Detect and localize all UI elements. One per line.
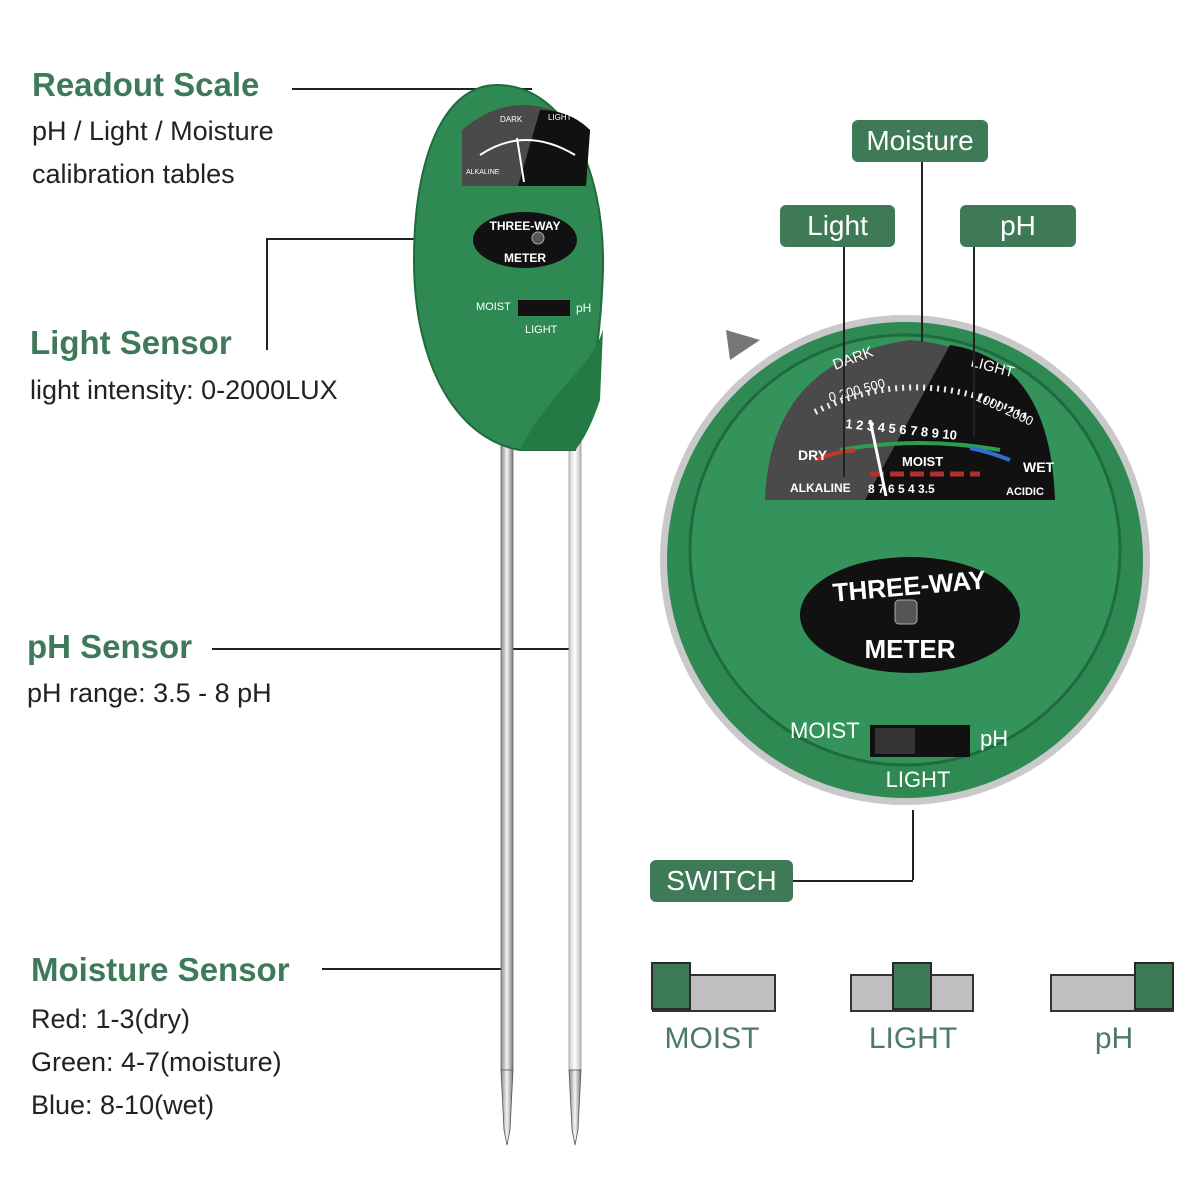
ph-tag: pH [960,205,1076,247]
switch-tag-line-h [793,880,913,882]
small-dial-light: LIGHT [548,113,572,122]
dial-moist: MOIST [902,454,943,469]
light-leader-vertical [266,238,268,350]
small-switch-moist: MOIST [476,301,511,313]
switch-tag: SWITCH [650,860,793,902]
readout-scale-desc-2: calibration tables [32,159,235,189]
moisture-tag-line [921,162,923,342]
small-brand-bottom: METER [504,251,546,265]
light-tag: Light [780,205,895,247]
readout-leader-line [292,88,532,90]
readout-scale-desc-1: pH / Light / Moisture [32,116,274,146]
ph-tag-line [973,247,975,437]
switch-label-light: LIGHT [886,767,951,792]
switch-position-ph-label: pH [1094,1022,1134,1055]
soil-meter-illustration: DARK LIGHT ALKALINE THREE-WAY METER MOIS… [412,83,605,1146]
white-probe [568,429,582,1146]
small-switch-ph: pH [576,301,591,315]
moisture-red-desc: Red: 1-3(dry) [31,1004,191,1034]
small-brand-top: THREE-WAY [490,219,561,233]
switch-position-ph: pH [1050,962,1190,1072]
switch-position-moist-label: MOIST [664,1022,760,1055]
dial-ph-scale: 8 7 6 5 4 3.5 [868,482,935,496]
moisture-tag: Moisture [852,120,988,162]
metal-probe [500,429,514,1146]
dial-wet: WET [1023,459,1055,475]
ph-sensor-title: pH Sensor [27,628,193,665]
light-sensor-window [894,599,918,625]
dial-alkaline: ALKALINE [790,481,851,495]
moisture-green-desc: Green: 4-7(moisture) [31,1047,282,1077]
moisture-blue-desc: Blue: 8-10(wet) [31,1090,215,1120]
switch-position-light-label: LIGHT [868,1022,958,1055]
switch-label-ph: pH [980,726,1008,751]
light-leader-horizontal [266,238,536,240]
ph-leader-line [212,648,574,650]
switch-position-light: LIGHT [850,962,990,1072]
moisture-leader-line [322,968,508,970]
meter-closeup: DARK LIGHT 0 200 500 1000 2000 1 2 3 4 5… [660,315,1150,805]
dial-dry: DRY [798,447,828,463]
light-sensor-desc: light intensity: 0-2000LUX [30,375,338,405]
switch-tag-line-v [912,810,914,880]
switch-label-moist: MOIST [790,718,860,743]
dial-acidic: ACIDIC [1006,486,1044,498]
light-sensor-title: Light Sensor [30,324,232,361]
moisture-sensor-title: Moisture Sensor [31,951,290,988]
readout-scale-title: Readout Scale [32,66,260,103]
ph-sensor-desc: pH range: 3.5 - 8 pH [27,678,272,708]
small-switch-light: LIGHT [525,324,558,336]
light-tag-line [843,247,845,477]
small-dial-dark: DARK [500,115,523,124]
brand-bottom: METER [865,634,956,664]
switch-position-moist: MOIST [650,962,790,1072]
small-dial-alkaline: ALKALINE [466,169,500,176]
